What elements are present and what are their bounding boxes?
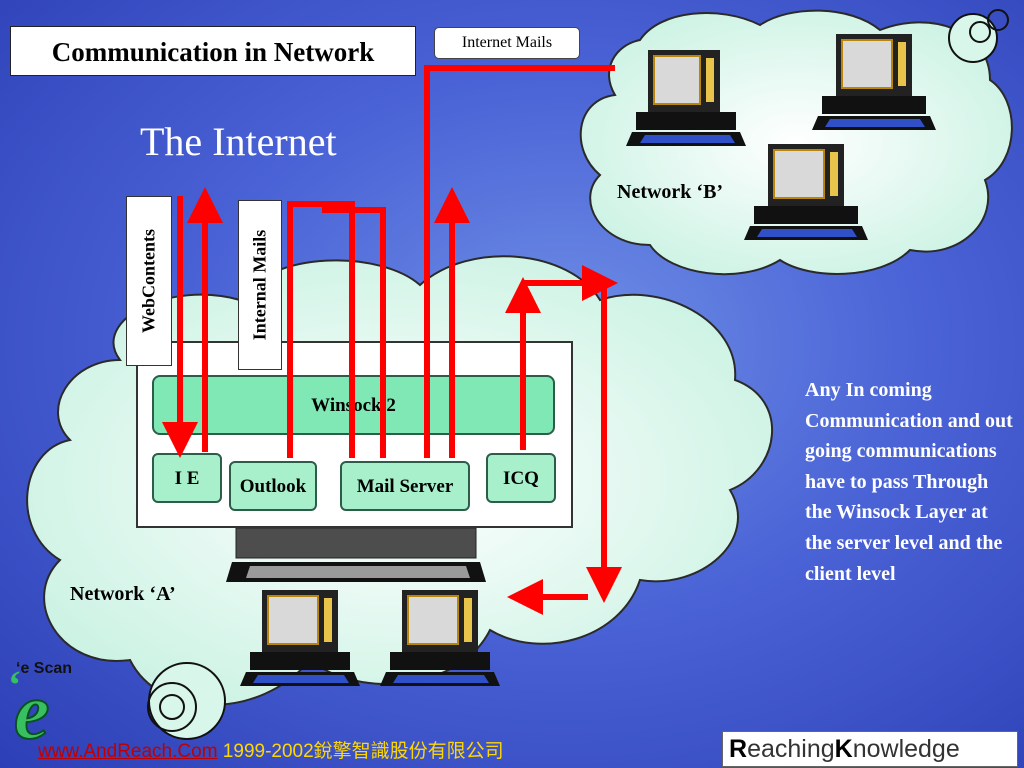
description-text: Any In coming Communication and out goin… — [805, 379, 1013, 585]
network-a-circles — [147, 662, 226, 740]
escan-logo-text: ‘e Scan — [16, 660, 73, 677]
winsock-label: Winsock 2 — [311, 395, 396, 416]
svg-text:‘: ‘ — [8, 668, 21, 707]
app-icq: ICQ — [486, 453, 556, 503]
internal-mails-label: Internal Mails — [249, 229, 270, 341]
logo-k: K — [834, 735, 853, 763]
footer-copyright: 1999-2002銳擎智識股份有限公司 — [217, 741, 504, 762]
winsock-layer: Winsock 2 — [152, 375, 555, 435]
computer-b3 — [744, 144, 868, 240]
app-mail-server-label: Mail Server — [356, 476, 454, 497]
internal-mails-label-box: Internal Mails — [238, 200, 282, 370]
app-ie: I E — [152, 453, 222, 503]
app-ie-label: I E — [174, 468, 200, 489]
page-title: Communication in Network — [10, 26, 416, 76]
svg-text:e: e — [14, 668, 50, 748]
computer-a1 — [240, 590, 360, 686]
logo-r: R — [729, 735, 748, 763]
app-outlook: Outlook — [229, 461, 317, 511]
footer-credit: www.AndReach.Com 1999-2002銳擎智識股份有限公司 — [38, 736, 504, 763]
logo-nowledge: nowledge — [852, 735, 960, 763]
network-b-circles — [948, 9, 1009, 63]
logo-eaching: eaching — [747, 735, 835, 763]
computer-a2 — [380, 590, 500, 686]
computer-b1 — [626, 50, 746, 146]
server-base — [226, 527, 486, 582]
network-b-label: Network ‘B’ — [617, 181, 724, 203]
the-internet-label: The Internet — [140, 119, 337, 164]
internet-mails-label: Internet Mails — [434, 27, 580, 59]
computer-b2 — [812, 34, 936, 130]
escan-logo-icon: e ‘ — [8, 668, 51, 748]
web-contents-label: WebContents — [138, 228, 159, 334]
app-mail-server: Mail Server — [340, 461, 470, 511]
reaching-knowledge-logo: ReachingKnowledge — [722, 731, 1018, 767]
app-outlook-label: Outlook — [239, 476, 307, 497]
footer-url-link[interactable]: www.AndReach.Com — [38, 741, 218, 762]
network-a-label: Network ‘A’ — [70, 583, 176, 605]
app-icq-label: ICQ — [503, 468, 539, 489]
web-contents-label-box: WebContents — [126, 196, 172, 366]
